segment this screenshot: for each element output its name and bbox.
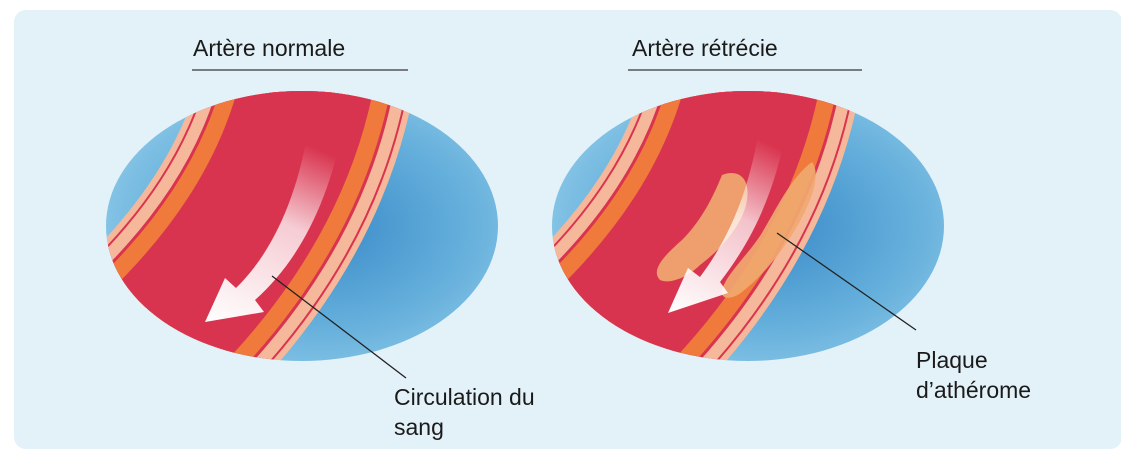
normal-artery-view (82, 35, 498, 402)
blood-flow-label-line1: Circulation du (394, 382, 535, 412)
narrowed-artery-view (528, 35, 944, 402)
plaque-label-line1: Plaque (916, 345, 988, 375)
normal-artery-title: Artère normale (193, 33, 345, 63)
narrowed-artery-title: Artère rétrécie (632, 33, 778, 63)
blood-flow-label-line2: sang (394, 412, 444, 442)
plaque-label-line2: d’athérome (916, 375, 1031, 405)
